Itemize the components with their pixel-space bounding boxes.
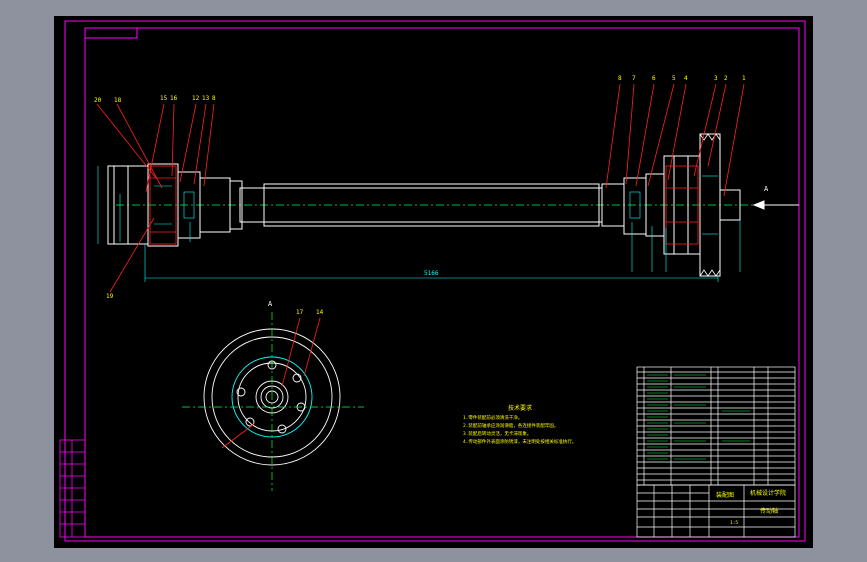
left-hub-detail bbox=[149, 165, 177, 245]
tech-note-line: 4.传动部件外表面涂防锈漆，未注明处按相关标准执行。 bbox=[463, 438, 576, 445]
right-hub-assembly bbox=[601, 133, 741, 277]
tech-note-line: 3.装配后转动灵活，无卡滞现象。 bbox=[463, 430, 531, 437]
part-number: 20 bbox=[94, 97, 102, 104]
drawing-scale: 1:5 bbox=[730, 520, 738, 526]
section-leaders bbox=[221, 317, 321, 449]
assembly-name: 装配图 bbox=[716, 491, 734, 499]
part-number: 13 bbox=[202, 95, 210, 102]
part-number: 2 bbox=[724, 75, 728, 82]
section-centerlines bbox=[182, 312, 364, 491]
drawing-name: 传动轴 bbox=[760, 507, 778, 515]
inner-border bbox=[84, 27, 800, 538]
overall-length-dim: 5166 bbox=[424, 270, 439, 277]
left-edge-table bbox=[59, 439, 86, 538]
cad-viewport[interactable]: A 5166 20 18 15 16 12 13 8 19 bbox=[54, 16, 813, 548]
overall-dimension bbox=[144, 244, 719, 282]
part-number: 17 bbox=[296, 309, 304, 316]
part-number: 7 bbox=[632, 75, 636, 82]
leaders-left bbox=[96, 103, 215, 293]
part-number: 14 bbox=[316, 309, 324, 316]
left-vertical-dims bbox=[97, 166, 191, 244]
outer-border bbox=[64, 20, 806, 542]
drawing-canvas: A 5166 20 18 15 16 12 13 8 19 bbox=[59, 20, 806, 542]
part-number: 5 bbox=[672, 75, 676, 82]
tech-notes-title: 技术要求 bbox=[508, 404, 532, 412]
top-left-tag bbox=[84, 27, 138, 39]
part-number: 6 bbox=[652, 75, 656, 82]
part-number: 1 bbox=[742, 75, 746, 82]
section-mark-right: A bbox=[764, 185, 769, 193]
section-arrow bbox=[752, 200, 799, 210]
parts-list-fill bbox=[647, 374, 750, 460]
part-number: 8 bbox=[618, 75, 622, 82]
tech-notes: 技术要求 1.零件装配前必须清洗干净。 2.装配前轴承应涂润滑脂，各连接件装配牢… bbox=[463, 404, 576, 445]
tech-note-line: 1.零件装配前必须清洗干净。 bbox=[463, 414, 522, 421]
right-part-numbers: 8 7 6 5 4 3 2 1 bbox=[618, 75, 746, 82]
part-number: 15 bbox=[160, 95, 168, 102]
part-number: 8 bbox=[212, 95, 216, 102]
part-number: 16 bbox=[170, 95, 178, 102]
right-pulley bbox=[699, 133, 721, 277]
part-number: 19 bbox=[106, 293, 114, 300]
right-vertical-dims bbox=[631, 220, 741, 272]
section-view-label: A bbox=[268, 300, 273, 308]
parts-list bbox=[636, 366, 796, 486]
part-number: 3 bbox=[714, 75, 718, 82]
right-hub-detail bbox=[665, 165, 699, 245]
left-hub-hatch bbox=[154, 185, 195, 225]
part-number: 12 bbox=[192, 95, 200, 102]
part-number: 18 bbox=[114, 97, 122, 104]
left-part-numbers: 20 18 15 16 12 13 8 19 bbox=[94, 95, 216, 300]
leaders-right bbox=[605, 83, 745, 197]
right-hub-hatch bbox=[629, 175, 718, 235]
tech-note-line: 2.装配前轴承应涂润滑脂，各连接件装配牢固。 bbox=[463, 422, 558, 429]
left-hub-assembly bbox=[107, 163, 243, 247]
company-name: 机械设计学院 bbox=[750, 489, 786, 497]
part-number: 4 bbox=[684, 75, 688, 82]
title-block bbox=[636, 484, 796, 538]
